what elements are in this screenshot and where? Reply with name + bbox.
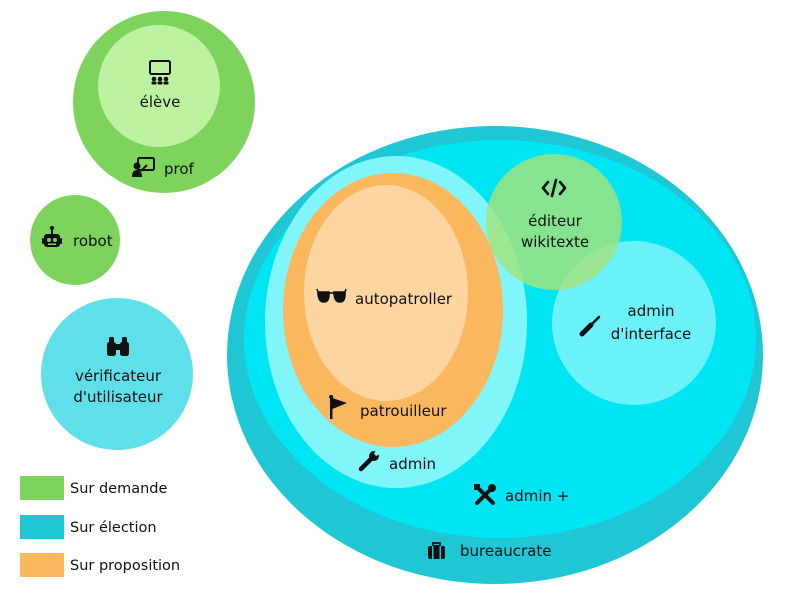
tools-icon — [474, 484, 496, 505]
legend-swatch — [20, 553, 64, 577]
admin-plus-label: admin + — [505, 487, 569, 505]
admin-interface-circle — [552, 241, 716, 405]
patrouilleur-label: patrouilleur — [360, 402, 447, 420]
robot-label: robot — [73, 232, 113, 250]
teacher-icon — [132, 157, 155, 177]
legend-label: Sur élection — [70, 520, 157, 536]
legend-swatch — [20, 515, 64, 539]
legend-swatch — [20, 476, 64, 500]
eleve-circle — [98, 25, 220, 147]
verificateur-label-line1: vérificateur — [75, 367, 162, 385]
classroom-icon — [149, 60, 171, 85]
eleve-label: élève — [140, 93, 181, 111]
verificateur-circle — [41, 298, 193, 450]
legend-item: Sur proposition — [20, 553, 180, 577]
admin-interface-label-line1: admin — [628, 302, 675, 320]
screwdriver-icon — [579, 315, 601, 337]
bureaucrate-group: bureaucrate admin + admin patrouilleur — [227, 126, 763, 584]
glasses-icon — [316, 288, 347, 303]
legend-item: Sur demande — [20, 476, 167, 500]
verificateur-group: vérificateur d'utilisateur — [41, 298, 193, 450]
wrench-icon — [358, 451, 379, 472]
legend: Sur demande Sur élection Sur proposition — [20, 476, 180, 577]
verificateur-label-line2: d'utilisateur — [73, 388, 163, 406]
flag-icon — [329, 395, 347, 419]
robot-group: robot — [30, 195, 120, 285]
editeur-label-line2: wikitexte — [521, 233, 589, 251]
legend-label: Sur proposition — [70, 558, 180, 574]
prof-label: prof — [164, 160, 195, 178]
admin-interface-label-line2: d'interface — [611, 325, 692, 343]
autopatroller-ellipse — [304, 185, 468, 401]
prof-group: élève prof — [73, 11, 255, 193]
admin-label: admin — [389, 455, 436, 473]
robot-icon — [42, 226, 62, 247]
autopatroller-label: autopatroller — [355, 290, 453, 308]
editeur-label-line1: éditeur — [528, 212, 583, 230]
editeur-wikitexte-circle — [486, 154, 622, 290]
code-icon — [541, 178, 567, 198]
bureaucrate-label: bureaucrate — [460, 542, 552, 560]
robot-circle — [30, 195, 120, 285]
legend-item: Sur élection — [20, 515, 157, 539]
binoculars-icon — [107, 337, 129, 356]
legend-label: Sur demande — [70, 481, 167, 497]
briefcase-icon — [428, 542, 445, 559]
